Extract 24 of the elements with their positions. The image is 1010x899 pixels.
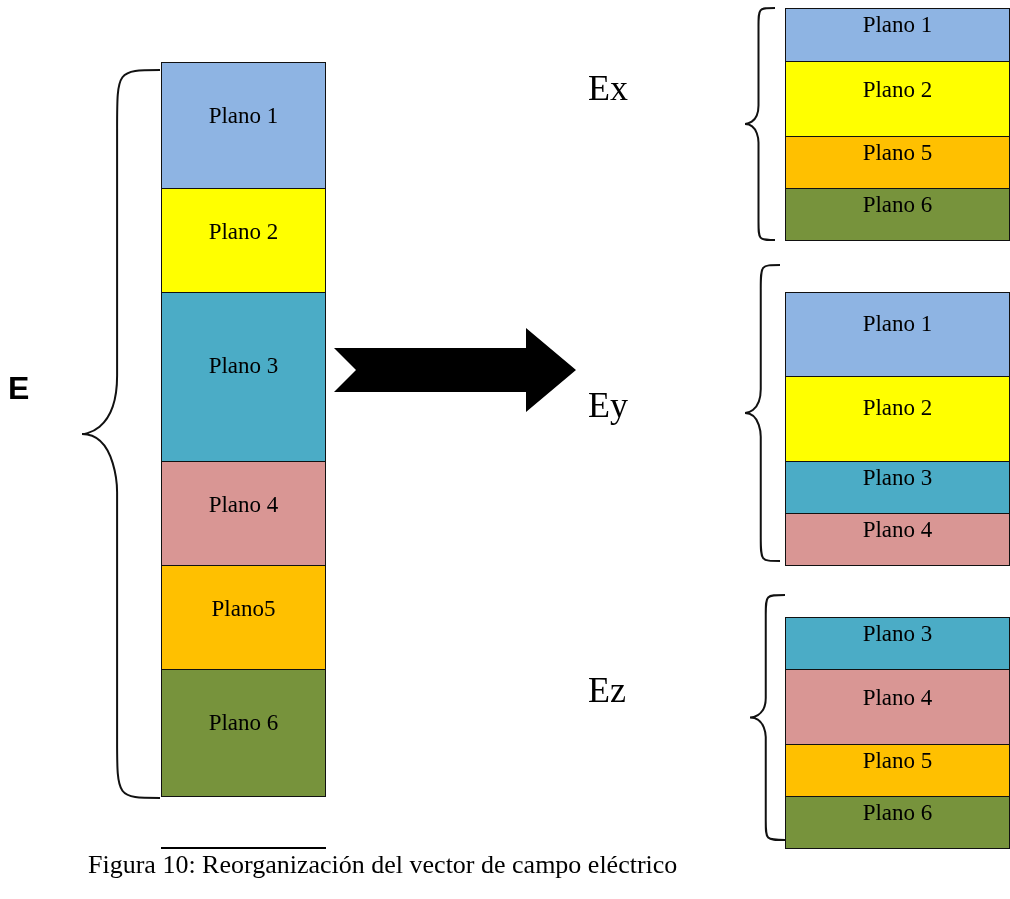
group-label: E [8, 370, 30, 407]
plane-block: Plano5 [161, 565, 326, 670]
plane-block: Plano 2 [785, 376, 1010, 462]
plane-block: Plano 1 [785, 8, 1010, 62]
block-arrow [334, 328, 576, 412]
plane-block: Plano 6 [785, 796, 1010, 849]
group-label: Ex [588, 67, 628, 109]
plane-block: Plano 4 [161, 461, 326, 566]
group-label: Ez [588, 669, 626, 711]
plane-block: Plano 1 [161, 62, 326, 189]
plane-block: Plano 1 [785, 292, 1010, 377]
plane-block: Plano 2 [785, 61, 1010, 137]
plane-block: Plano 6 [161, 669, 326, 797]
plane-block: Plano 3 [785, 617, 1010, 670]
figure-caption: Figura 10: Reorganización del vector de campo eléctrico [88, 850, 678, 880]
plane-block: Plano 4 [785, 669, 1010, 745]
plane-block: Plano 3 [785, 461, 1010, 514]
plane-block: Plano 4 [785, 513, 1010, 566]
plane-block: Plano 3 [161, 292, 326, 462]
plane-block: Plano 5 [785, 744, 1010, 797]
plane-block: Plano 2 [161, 188, 326, 293]
group-label: Ey [588, 384, 628, 426]
plane-block: Plano 5 [785, 136, 1010, 189]
plane-block: Plano 6 [785, 188, 1010, 241]
